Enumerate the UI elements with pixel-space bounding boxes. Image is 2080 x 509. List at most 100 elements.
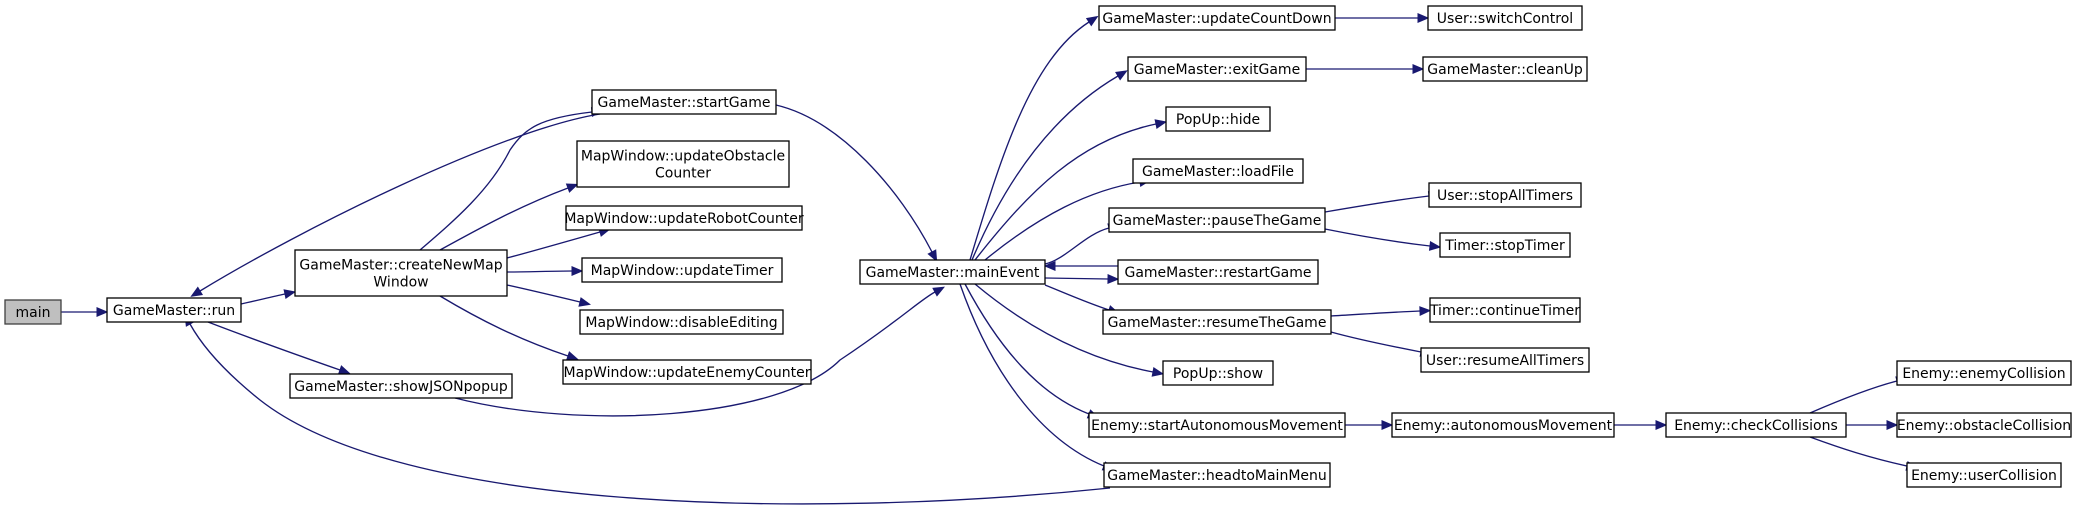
node-label: GameMaster::resumeTheGame xyxy=(1108,315,1327,331)
edge-mainEvent-to-hide xyxy=(974,119,1168,261)
arrowhead-icon xyxy=(932,286,945,297)
edge-resumeTheGame-to-continueTimer xyxy=(1330,306,1432,317)
node-obstacleCollision[interactable]: Enemy::obstacleCollision xyxy=(1896,412,2072,438)
arrowhead-icon xyxy=(1107,274,1120,284)
arrowhead-icon xyxy=(1886,420,1899,430)
node-main[interactable]: main xyxy=(4,299,62,325)
edge-mainEvent-to-headtoMainMenu xyxy=(959,283,1115,471)
edge-showJSONpopup-to-mainEvent xyxy=(454,286,945,417)
node-updateTimer[interactable]: MapWindow::updateTimer xyxy=(581,257,783,283)
edge-createNewMapWindow-to-updateEnemyCounter xyxy=(439,295,579,361)
arrowhead-icon xyxy=(1428,241,1442,251)
node-label: MapWindow::updateObstacle xyxy=(581,149,785,165)
edge-createNewMapWindow-to-updateRobotCounter xyxy=(506,227,611,259)
node-stopTimer[interactable]: Timer::stopTimer xyxy=(1439,232,1571,258)
node-exitGame[interactable]: GameMaster::exitGame xyxy=(1127,56,1307,82)
node-checkCollisions[interactable]: Enemy::checkCollisions xyxy=(1665,412,1847,438)
node-startAutonomousMovement[interactable]: Enemy::startAutonomousMovement xyxy=(1088,412,1346,438)
arrowhead-icon xyxy=(1381,420,1394,430)
node-updateEnemyCounter[interactable]: MapWindow::updateEnemyCounter xyxy=(562,359,812,385)
node-resumeAllTimers[interactable]: User::resumeAllTimers xyxy=(1420,347,1590,373)
node-label: Enemy::checkCollisions xyxy=(1674,418,1838,434)
node-hide[interactable]: PopUp::hide xyxy=(1165,106,1271,132)
node-show[interactable]: PopUp::show xyxy=(1162,360,1274,386)
node-continueTimer[interactable]: Timer::continueTimer xyxy=(1429,297,1581,323)
node-label: Enemy::autonomousMovement xyxy=(1394,418,1613,434)
arrowhead-icon xyxy=(1154,119,1168,129)
node-label: GameMaster::mainEvent xyxy=(866,265,1040,281)
node-cleanUp[interactable]: GameMaster::cleanUp xyxy=(1422,56,1588,82)
node-label: GameMaster::updateCountDown xyxy=(1102,11,1331,27)
node-label: PopUp::show xyxy=(1173,366,1263,382)
node-resumeTheGame[interactable]: GameMaster::resumeTheGame xyxy=(1102,309,1332,335)
arrowhead-icon xyxy=(190,286,204,297)
node-stopAllTimers[interactable]: User::stopAllTimers xyxy=(1428,182,1582,208)
edge-mainEvent-to-exitGame xyxy=(971,70,1128,261)
node-label: MapWindow::disableEditing xyxy=(585,315,777,331)
node-label: Timer::stopTimer xyxy=(1444,238,1565,254)
node-restartGame[interactable]: GameMaster::restartGame xyxy=(1117,259,1319,285)
node-headtoMainMenu[interactable]: GameMaster::headtoMainMenu xyxy=(1103,462,1331,488)
arrowhead-icon xyxy=(1043,261,1056,271)
arrowhead-icon xyxy=(571,266,584,276)
edge-resumeTheGame-to-resumeAllTimers xyxy=(1330,331,1433,357)
node-label: Enemy::userCollision xyxy=(1911,468,2057,484)
node-updateRobotCounter[interactable]: MapWindow::updateRobotCounter xyxy=(564,205,804,231)
node-pauseTheGame[interactable]: GameMaster::pauseTheGame xyxy=(1108,207,1326,233)
node-label: User::stopAllTimers xyxy=(1437,188,1573,204)
node-startGame[interactable]: GameMaster::startGame xyxy=(591,89,777,115)
node-userCollision[interactable]: Enemy::userCollision xyxy=(1906,462,2062,488)
node-label: GameMaster::startGame xyxy=(598,95,771,111)
edge-checkCollisions-to-userCollision xyxy=(1809,436,1919,471)
node-label: Enemy::enemyCollision xyxy=(1902,366,2065,382)
node-loadFile[interactable]: GameMaster::loadFile xyxy=(1132,158,1304,184)
arrowhead-icon xyxy=(1419,306,1432,316)
edge-mainEvent-to-pauseTheGame xyxy=(1044,223,1120,265)
edge-startGame-to-run xyxy=(190,113,601,297)
node-label: MapWindow::updateRobotCounter xyxy=(564,211,804,227)
edge-run-to-showJSONpopup xyxy=(207,321,351,375)
node-label: GameMaster::pauseTheGame xyxy=(1113,213,1322,229)
arrowhead-icon xyxy=(927,249,938,263)
edge-exitGame-to-cleanUp xyxy=(1306,64,1425,74)
arrowhead-icon xyxy=(1417,13,1430,23)
node-showJSONpopup[interactable]: GameMaster::showJSONpopup xyxy=(289,373,513,399)
node-switchControl[interactable]: User::switchControl xyxy=(1427,5,1583,31)
node-disableEditing[interactable]: MapWindow::disableEditing xyxy=(579,309,784,335)
node-label: main xyxy=(16,305,51,321)
edge-mainEvent-to-updateCountDown xyxy=(969,15,1099,261)
arrowhead-icon xyxy=(1412,64,1425,74)
arrowhead-icon xyxy=(96,307,109,317)
node-label: Counter xyxy=(655,166,711,182)
node-enemyCollision[interactable]: Enemy::enemyCollision xyxy=(1896,360,2072,386)
edge-createNewMapWindow-to-disableEditing xyxy=(506,284,591,307)
node-updateCountDown[interactable]: GameMaster::updateCountDown xyxy=(1098,5,1336,31)
edge-pauseTheGame-to-stopTimer xyxy=(1324,228,1442,251)
node-label: User::resumeAllTimers xyxy=(1426,353,1584,369)
edge-checkCollisions-to-obstacleCollision xyxy=(1846,420,1899,430)
node-label: GameMaster::loadFile xyxy=(1142,164,1294,180)
node-label: Timer::continueTimer xyxy=(1429,303,1580,319)
node-mainEvent[interactable]: GameMaster::mainEvent xyxy=(859,259,1046,285)
node-label: GameMaster::exitGame xyxy=(1134,62,1300,78)
arrowhead-icon xyxy=(578,297,591,307)
node-run[interactable]: GameMaster::run xyxy=(106,297,242,323)
edge-main-to-run xyxy=(61,307,109,317)
edge-checkCollisions-to-enemyCollision xyxy=(1809,376,1908,414)
node-label: GameMaster::headtoMainMenu xyxy=(1107,468,1327,484)
edge-pauseTheGame-to-stopAllTimers xyxy=(1324,191,1441,213)
edge-restartGame-to-mainEvent xyxy=(1043,261,1118,271)
node-label: User::switchControl xyxy=(1437,11,1573,27)
node-autonomousMovement[interactable]: Enemy::autonomousMovement xyxy=(1391,412,1615,438)
node-label: PopUp::hide xyxy=(1176,112,1260,128)
arrowhead-icon xyxy=(1115,70,1128,81)
arrowhead-icon xyxy=(565,183,579,193)
edge-startGame-to-mainEvent xyxy=(775,104,938,263)
edge-autonomousMovement-to-checkCollisions xyxy=(1614,420,1668,430)
node-label: GameMaster::run xyxy=(113,303,235,319)
edge-mainEvent-to-startAutonomousMovement xyxy=(964,283,1100,419)
node-label: Enemy::obstacleCollision xyxy=(1897,418,2071,434)
